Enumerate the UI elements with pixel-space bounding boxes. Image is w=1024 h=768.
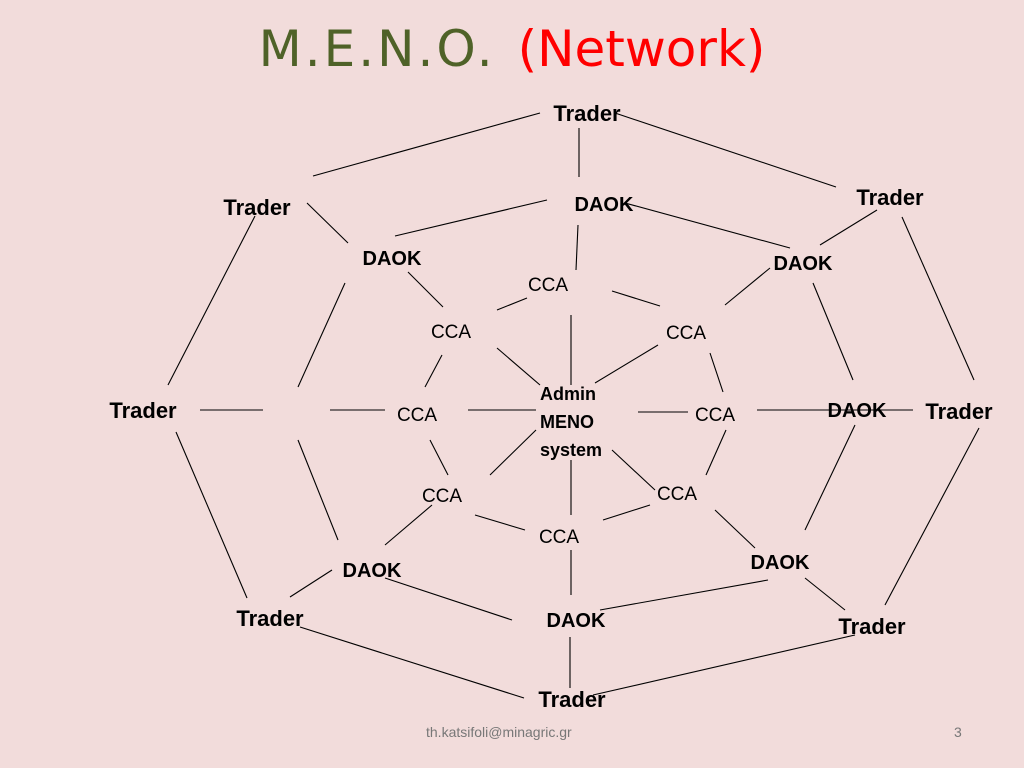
daok-top: DAOK <box>575 194 634 216</box>
title-sub: (Network) <box>517 20 766 78</box>
trader-ring <box>167 112 980 699</box>
trader-top: Trader <box>553 101 621 126</box>
trader-top-left: Trader <box>223 195 291 220</box>
trader-left: Trader <box>109 398 177 423</box>
spokes <box>200 128 913 688</box>
center-node: Admin MENO system <box>540 384 602 460</box>
daok-bottom: DAOK <box>547 610 606 632</box>
daok-ring <box>297 199 856 621</box>
daok-top-left: DAOK <box>363 248 422 270</box>
cca-top-left: CCA <box>431 322 471 343</box>
daok-bottom-left: DAOK <box>343 560 402 582</box>
center-line-3: system <box>540 440 602 460</box>
trader-bottom-left: Trader <box>236 606 304 631</box>
page-number: 3 <box>954 724 962 740</box>
daok-top-right: DAOK <box>774 253 833 275</box>
slide-title: M.E.N.O. (Network) <box>0 14 1024 84</box>
cca-ring <box>424 290 727 531</box>
trader-bottom: Trader <box>538 687 606 712</box>
cca-bottom-left: CCA <box>422 486 462 507</box>
center-line-2: MENO <box>540 412 594 432</box>
title-main: M.E.N.O. <box>258 20 496 78</box>
daok-right: DAOK <box>828 400 887 422</box>
cca-right: CCA <box>695 405 735 426</box>
cca-bottom-right: CCA <box>657 484 697 505</box>
cca-top-right: CCA <box>666 323 706 344</box>
footer-email: th.katsifoli@minagric.gr <box>426 724 572 740</box>
cca-top: CCA <box>528 275 568 296</box>
trader-right: Trader <box>925 399 993 424</box>
trader-top-right: Trader <box>856 185 924 210</box>
center-line-1: Admin <box>540 384 596 404</box>
daok-bottom-right: DAOK <box>751 552 810 574</box>
cca-left: CCA <box>397 405 437 426</box>
cca-bottom: CCA <box>539 527 579 548</box>
trader-bottom-right: Trader <box>838 614 906 639</box>
